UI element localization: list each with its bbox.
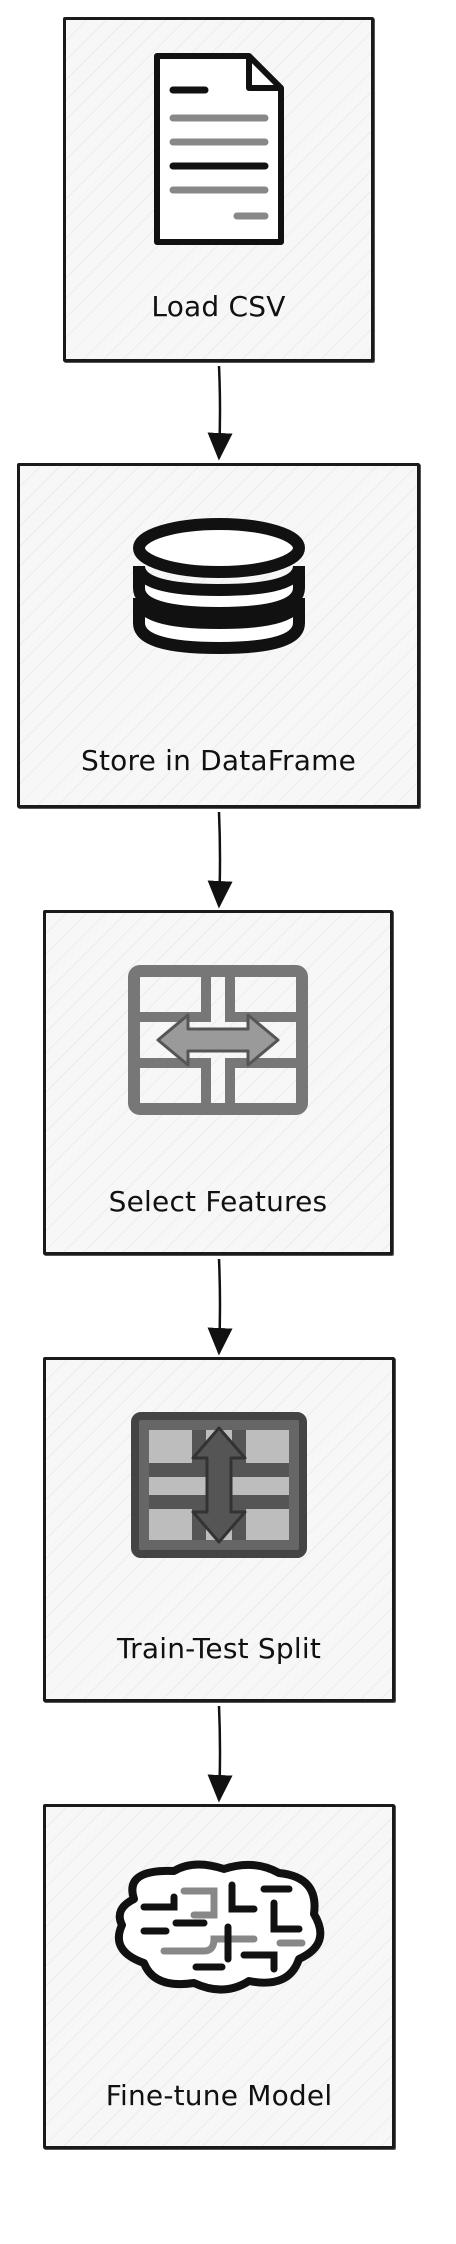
step-label: Select Features (108, 1185, 328, 1218)
step-label: Train-Test Split (116, 1632, 322, 1665)
step-label: Store in DataFrame (80, 744, 357, 777)
step-load-csv[interactable]: Load CSV (63, 17, 374, 362)
step-select-features[interactable]: Select Features (43, 910, 393, 1255)
arrow-4 (207, 1705, 233, 1803)
arrow-3 (207, 1258, 233, 1356)
step-store-dataframe[interactable]: Store in DataFrame (17, 463, 420, 808)
horizontal-arrows-icon (128, 965, 308, 1115)
brain-icon (114, 1860, 325, 1994)
vertical-arrows-icon (131, 1412, 307, 1558)
step-label: Load CSV (151, 290, 286, 323)
database-icon (132, 518, 305, 655)
step-label: Fine-tune Model (105, 2079, 333, 2112)
arrow-2 (207, 811, 233, 909)
step-fine-tune-model[interactable]: Fine-tune Model (43, 1804, 395, 2149)
document-icon (153, 53, 284, 245)
arrow-1 (207, 365, 233, 461)
step-train-test-split[interactable]: Train-Test Split (43, 1357, 395, 1702)
